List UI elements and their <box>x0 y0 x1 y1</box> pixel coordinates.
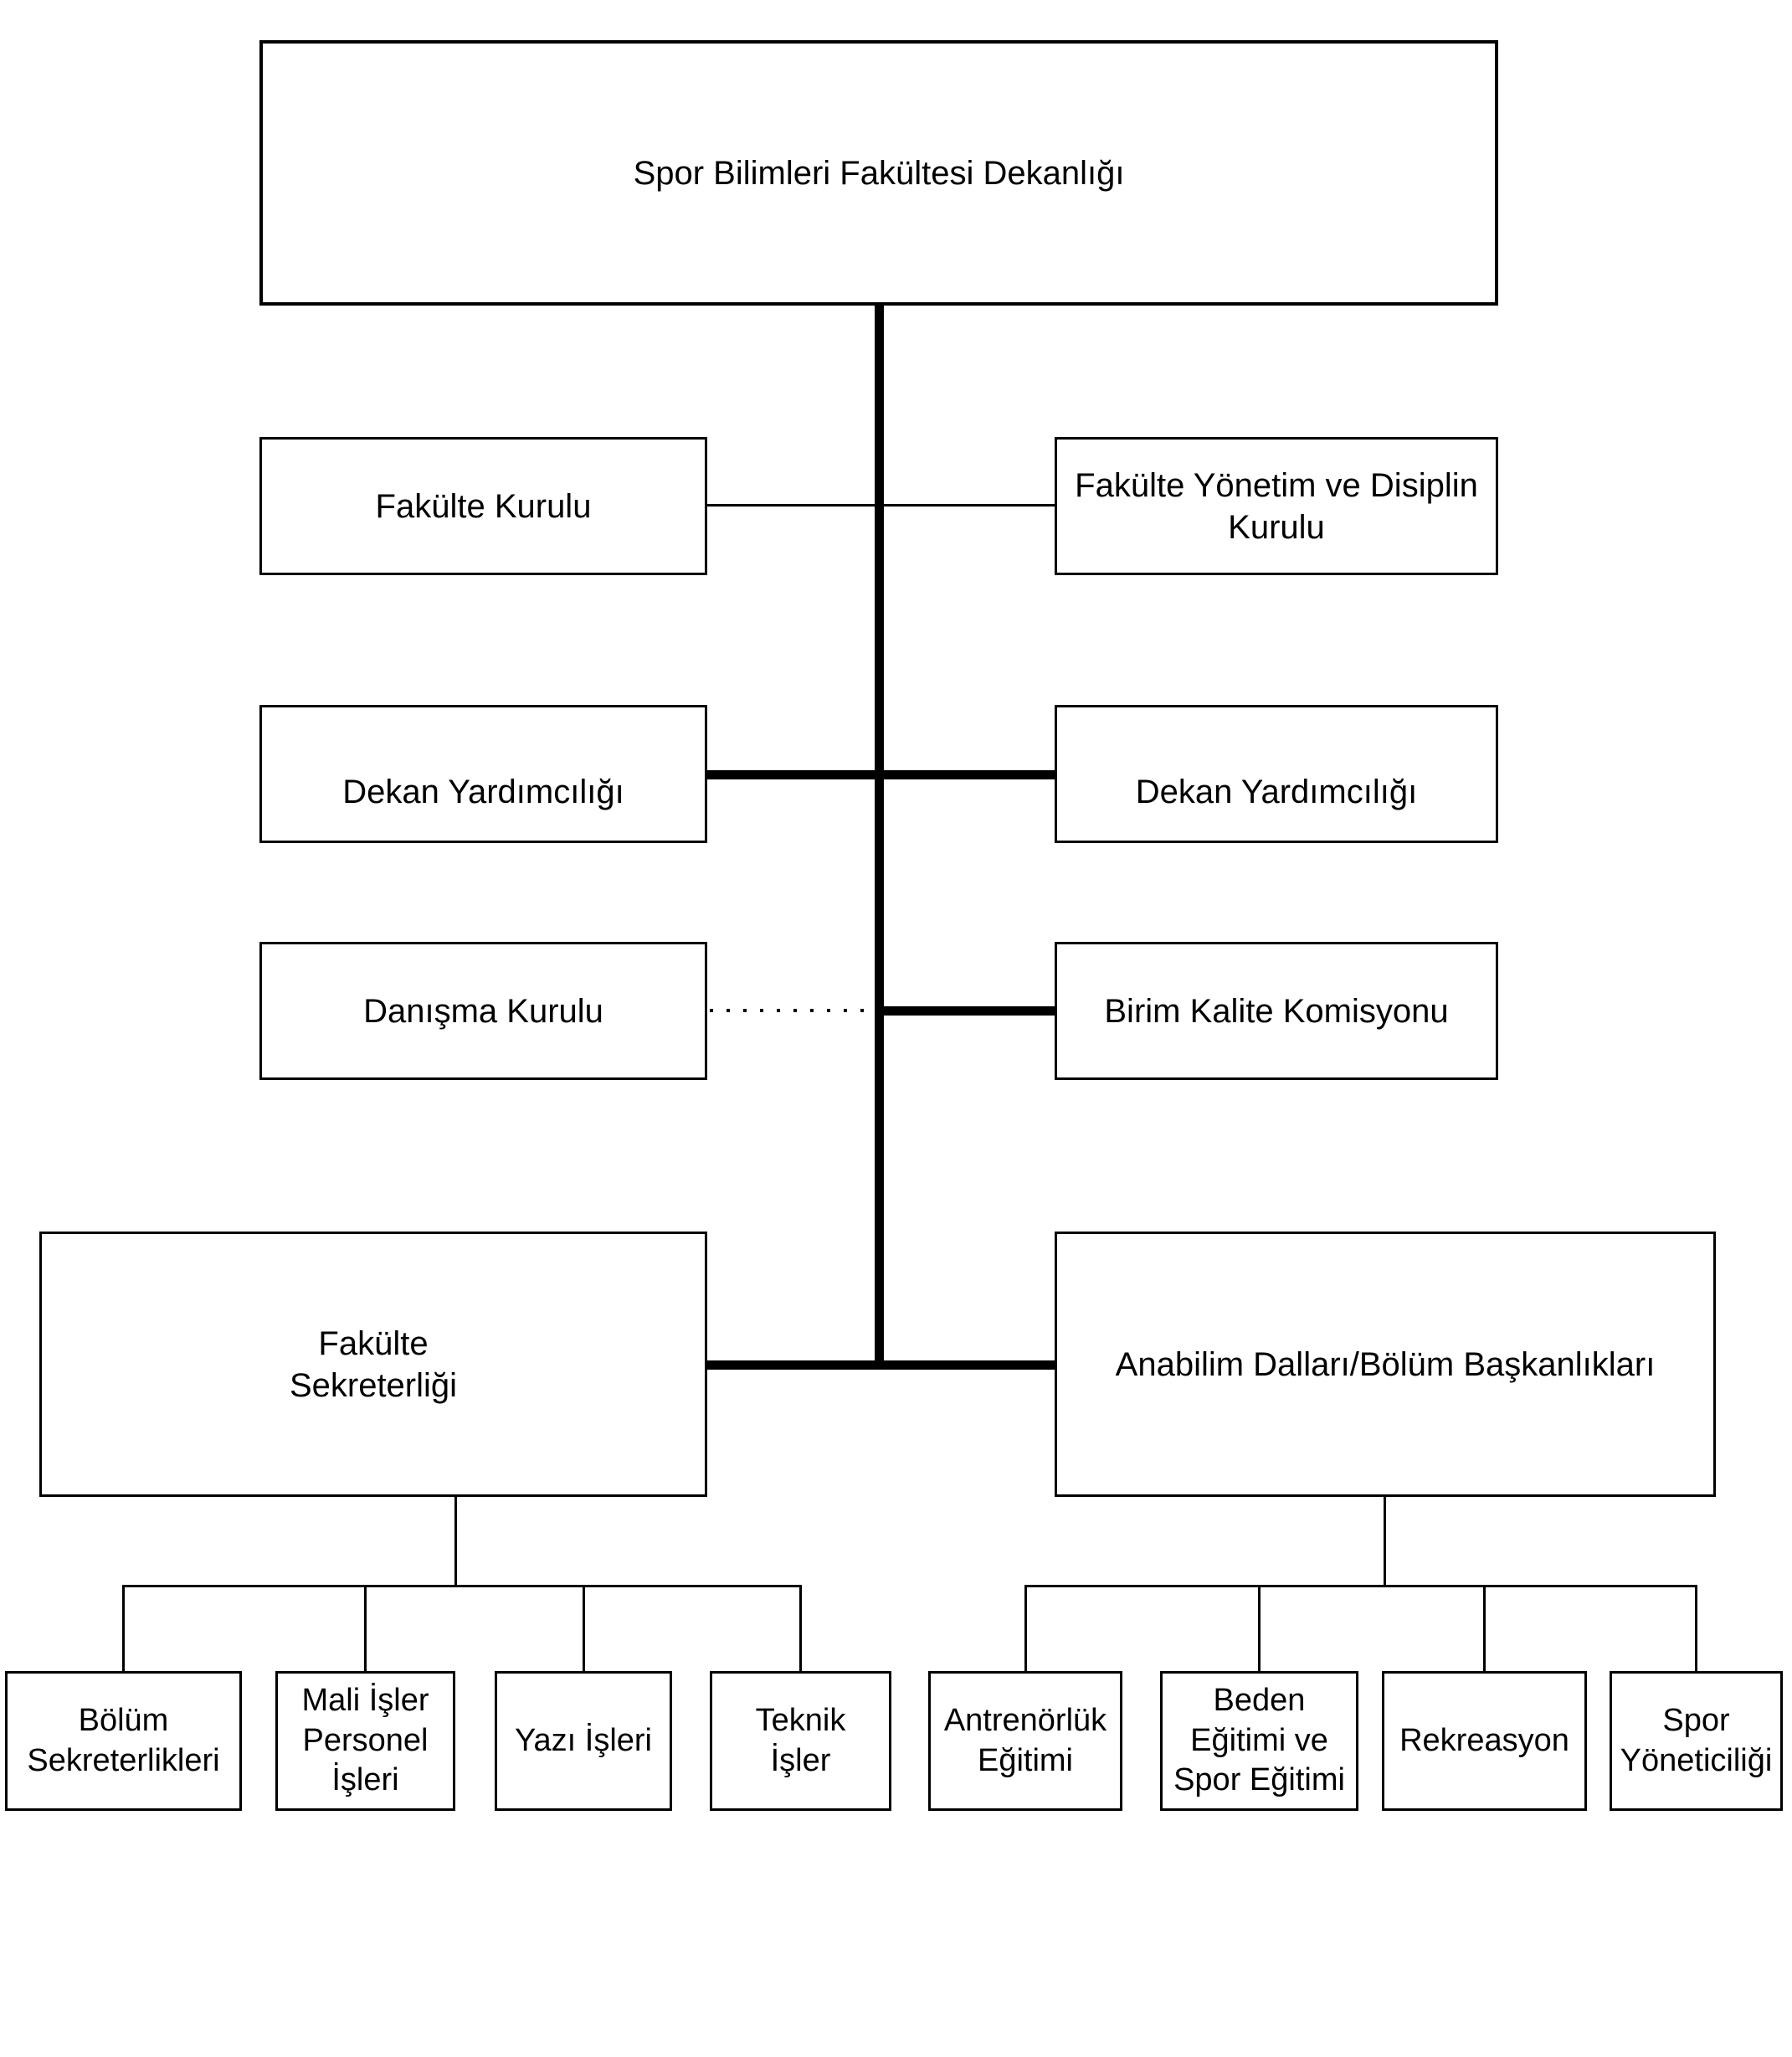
node-mali-isler-personel-isleri: Mali İşler Personel İşleri <box>275 1671 455 1811</box>
node-fakulte-sekreterligi: Fakülte Sekreterliği <box>39 1232 707 1497</box>
node-teknik-isler: Teknik İşler <box>710 1671 891 1811</box>
node-birim-kalite-komisyonu: Birim Kalite Komisyonu <box>1055 942 1498 1080</box>
node-dekanlik: Spor Bilimleri Fakültesi Dekanlığı <box>259 40 1498 306</box>
connector-drop-mali-isler <box>364 1585 367 1673</box>
node-antrenorluk-egitimi: Antrenörlük Eğitimi <box>928 1671 1122 1811</box>
connector-drop-bolum-sekreterlikleri <box>122 1585 125 1673</box>
node-spor-yoneticiligi: Spor Yöneticiliği <box>1610 1671 1783 1811</box>
connector-drop-rekreasyon <box>1483 1585 1486 1673</box>
connector-dekan-yardimciliklari <box>702 770 1060 779</box>
connector-drop-beden-egitimi <box>1258 1585 1261 1673</box>
connector-birim-kalite <box>875 1006 1060 1016</box>
node-fakulte-kurulu: Fakülte Kurulu <box>259 437 707 575</box>
node-bolum-sekreterlikleri: Bölüm Sekreterlikleri <box>5 1671 242 1811</box>
node-yazi-isleri: Yazı İşleri <box>495 1671 672 1811</box>
connector-fakulte-kurulu-to-yonetim <box>707 504 1055 507</box>
connector-main-vertical-spine <box>875 304 884 1370</box>
connector-anabilim-rail <box>1024 1585 1697 1587</box>
node-beden-egitimi-spor-egitimi: Beden Eğitimi ve Spor Eğitimi <box>1160 1671 1358 1811</box>
connector-anabilim-stem <box>1384 1497 1386 1586</box>
connector-sekreterlik-anabilim <box>702 1360 1060 1370</box>
connector-drop-antrenorluk <box>1024 1585 1027 1673</box>
node-rekreasyon: Rekreasyon <box>1382 1671 1587 1811</box>
node-dekan-yardimciligi-sag: Dekan Yardımcılığı <box>1055 705 1498 843</box>
connector-drop-spor-yoneticiligi <box>1695 1585 1697 1673</box>
connector-drop-teknik-isler <box>799 1585 802 1673</box>
node-danisma-kurulu: Danışma Kurulu <box>259 942 707 1080</box>
connector-sekreterlik-stem <box>454 1497 457 1586</box>
node-fakulte-yonetim-disiplin-kurulu: Fakülte Yönetim ve Disiplin Kurulu <box>1055 437 1498 575</box>
connector-sekreterlik-rail <box>122 1585 802 1587</box>
node-anabilim-dallari-bolum-baskanliklari: Anabilim Dalları/Bölüm Başkanlıkları <box>1055 1232 1716 1497</box>
connector-danisma-kurulu-dotted <box>710 1009 875 1012</box>
node-dekan-yardimciligi-sol: Dekan Yardımcılığı <box>259 705 707 843</box>
connector-drop-yazi-isleri <box>583 1585 585 1673</box>
